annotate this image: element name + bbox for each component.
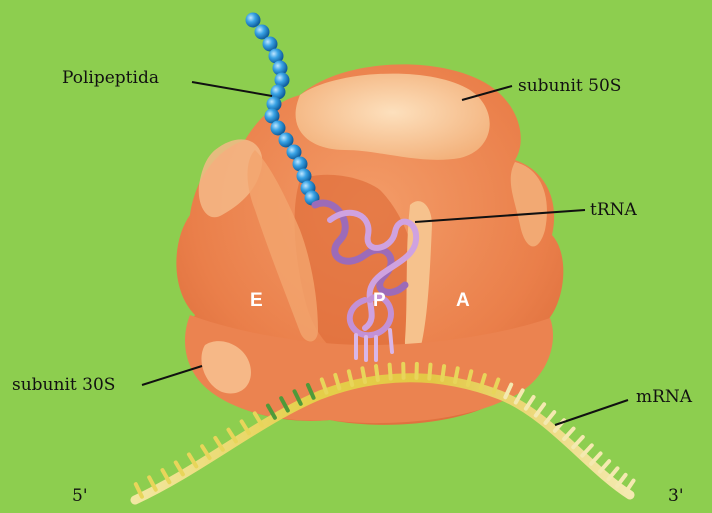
mrna-base <box>429 365 430 379</box>
mrna-base <box>455 368 458 382</box>
label-subunit-30s: subunit 30S <box>12 375 115 395</box>
site-a-label: A <box>456 290 470 312</box>
leader-mrna <box>555 400 628 425</box>
site-e-label: E <box>250 290 263 312</box>
mrna-base <box>376 366 378 380</box>
leader-polipeptida <box>192 82 272 96</box>
site-p-label: P <box>373 290 386 312</box>
trna-anticodon-4 <box>390 330 392 352</box>
label-5-prime: 5' <box>72 486 88 506</box>
mrna-base <box>390 365 391 379</box>
subunit-50s-top-lobe <box>296 74 490 160</box>
amino-acid-bead <box>246 13 261 28</box>
mrna-base <box>362 368 365 382</box>
label-trna: tRNA <box>590 200 637 220</box>
leader-subunit-30s <box>142 366 202 385</box>
mrna-base <box>442 366 444 380</box>
label-3-prime: 3' <box>668 486 684 506</box>
label-subunit-50s: subunit 50S <box>518 76 621 96</box>
label-polipeptida: Polipeptida <box>62 68 159 88</box>
label-mrna: mRNA <box>636 387 692 407</box>
